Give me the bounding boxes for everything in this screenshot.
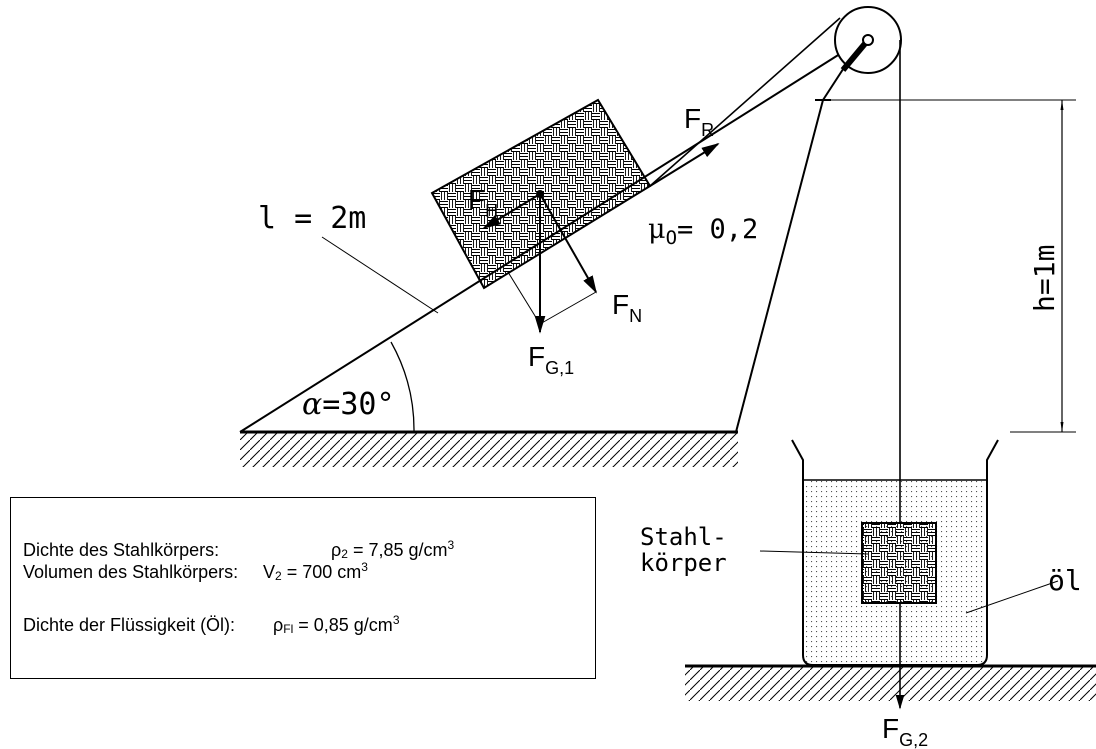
- force-FN-arrow: [539, 193, 597, 294]
- length-label: l = 2m: [258, 201, 366, 236]
- height-dimension: [1010, 100, 1076, 433]
- angle-arc: [390, 341, 415, 433]
- height-label: h=1m: [1028, 245, 1061, 312]
- force-FN-label: FN: [612, 289, 642, 326]
- volume-steel-label: Volumen des Stahlkörpers:: [23, 562, 239, 582]
- steel-body-submerged: [861, 522, 937, 710]
- leader-lines: [321, 236, 1059, 614]
- volume-steel-value: V2 = 700 cm3: [263, 560, 368, 583]
- ground-left: [240, 430, 738, 467]
- force-FG2-label: FG,2: [882, 713, 928, 749]
- friction-coefficient-label: μO= 0,2: [648, 214, 758, 249]
- force-FR-label: FR: [684, 103, 714, 140]
- force-FH-arrow: [482, 193, 541, 229]
- pulley: [834, 6, 902, 74]
- info-box: Dichte des Stahlkörpers: ρ2 = 7,85 g/cm3…: [10, 497, 596, 679]
- force-FG1-label: FG,1: [528, 341, 574, 378]
- ground-right: [685, 664, 1096, 701]
- density-fluid-value: ρFl = 0,85 g/cm3: [273, 613, 400, 636]
- oil-label: öl: [1048, 564, 1082, 597]
- steel-body-label: Stahl- körper: [640, 523, 741, 577]
- density-steel-value: ρ2 = 7,85 g/cm3: [331, 538, 455, 561]
- angle-label: α=30°: [302, 387, 395, 422]
- force-vectors: [482, 143, 720, 334]
- density-steel-label: Dichte des Stahlkörpers:: [23, 540, 220, 560]
- density-fluid-label: Dichte der Flüssigkeit (Öl):: [23, 615, 236, 635]
- force-FH-label: FH: [468, 184, 498, 221]
- rope: [649, 17, 901, 522]
- force-FR-arrow: [649, 143, 720, 187]
